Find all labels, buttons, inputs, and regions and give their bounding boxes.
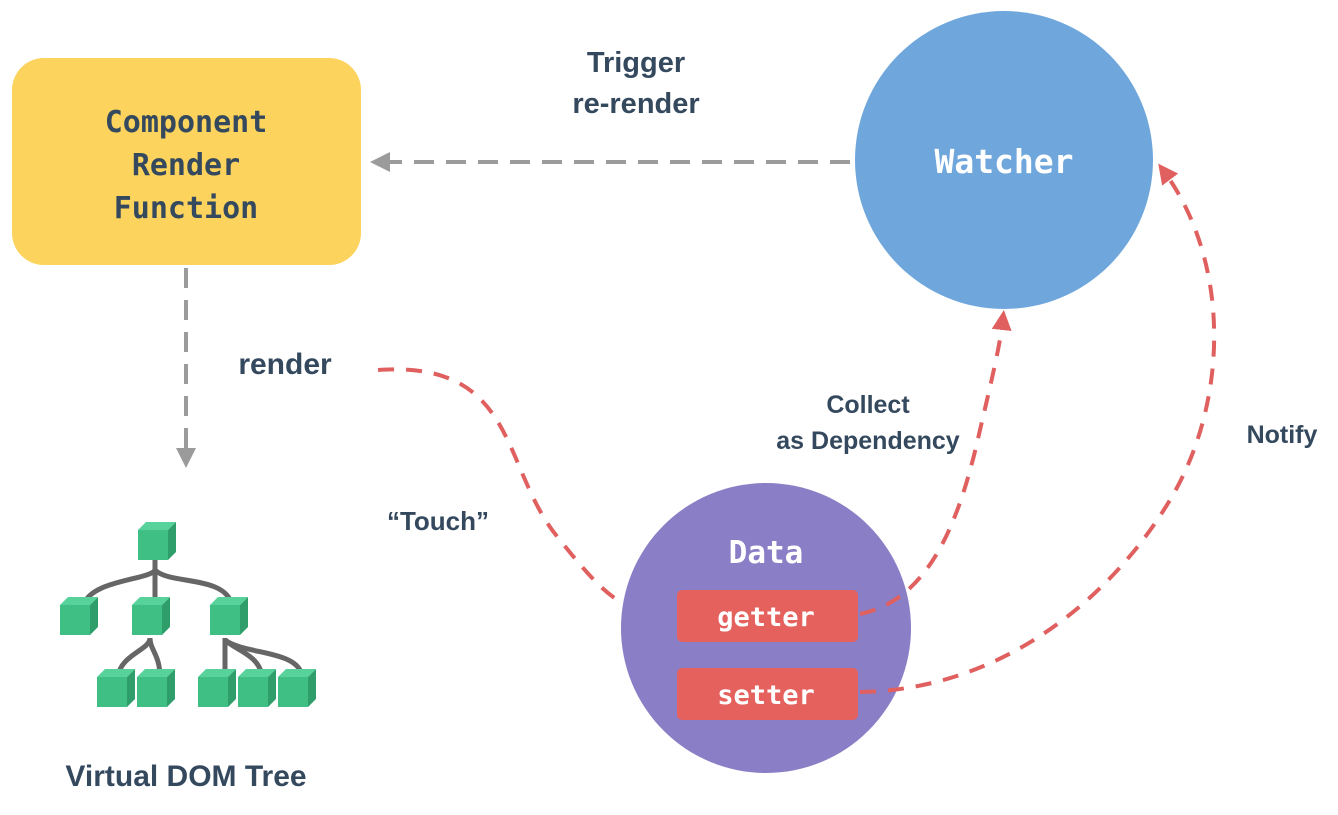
collect-label-line-2: as Dependency (776, 427, 960, 455)
data-node: Data getter setter (621, 483, 911, 773)
setter-box (677, 668, 858, 720)
vdom-node-cube (238, 669, 276, 707)
vdom-node-cube (210, 597, 248, 635)
notify-arrow (859, 163, 1217, 694)
watcher-circle (855, 11, 1153, 309)
notify-label: Notify (1247, 421, 1318, 449)
vdom-node-cube (138, 522, 176, 560)
touch-label: “Touch” (387, 506, 489, 536)
vdom-node-cube (278, 669, 316, 707)
vdom-node-cube (198, 669, 236, 707)
vdom-node-cube (60, 597, 98, 635)
vdom-node-cube (97, 669, 135, 707)
render-function-box (12, 58, 361, 265)
getter-label: getter (717, 602, 815, 633)
watcher-label: Watcher (934, 142, 1073, 181)
render-label: render (238, 348, 332, 381)
render-function-line-2: Render (132, 148, 240, 183)
trigger-label-line-1: Trigger (587, 47, 685, 79)
render-function-node: Component Render Function (12, 58, 361, 265)
setter-label: setter (717, 680, 815, 711)
vdom-label: Virtual DOM Tree (65, 760, 306, 793)
vdom-node-cube (137, 669, 175, 707)
vdom-edge (152, 558, 235, 606)
vdom-node-cube (132, 597, 170, 635)
watcher-node: Watcher (855, 11, 1153, 309)
collect-dependency-arrow (859, 310, 1012, 616)
render-function-line-3: Function (114, 191, 259, 226)
getter-box (677, 590, 858, 642)
collect-label-line-1: Collect (826, 391, 910, 419)
data-label: Data (729, 535, 804, 571)
vdom-nodes (60, 522, 316, 707)
virtual-dom-tree (60, 522, 316, 707)
touch-arrow (377, 367, 672, 624)
render-function-line-1: Component (105, 105, 268, 140)
trigger-label-line-2: re-render (572, 88, 699, 120)
vdom-edges (81, 558, 305, 678)
